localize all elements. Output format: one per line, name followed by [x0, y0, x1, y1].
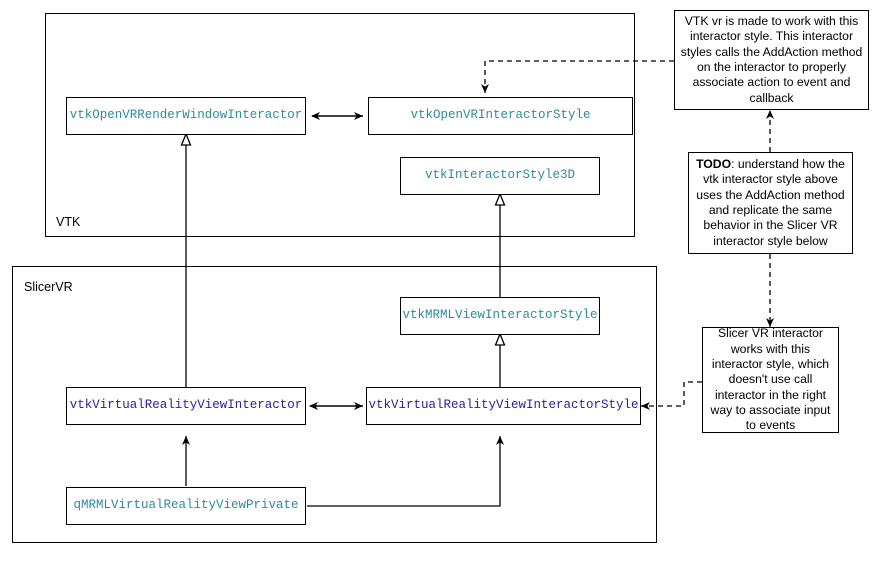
class-label: vtkVirtualRealityViewInteractor [69, 398, 303, 413]
note-text: VTK vr is made to work with this interac… [680, 13, 863, 105]
note-todo-body: understand how the vtk interactor style … [696, 156, 845, 248]
package-vtk-label: VTK [56, 215, 81, 229]
note-vtk-interactor-style: VTK vr is made to work with this interac… [674, 10, 869, 110]
package-vtk [45, 13, 635, 237]
package-slicervr-label: SlicerVR [24, 280, 73, 294]
note-text: TODO: understand how the vtk interactor … [694, 157, 847, 249]
class-label: qMRMLVirtualRealityViewPrivate [73, 498, 299, 513]
class-box-vtkvirtualrealityviewinteractor[interactable]: vtkVirtualRealityViewInteractor [66, 387, 306, 425]
note-todo: TODO: understand how the vtk interactor … [688, 152, 853, 254]
note-slicer-vr-interactor: Slicer VR interactor works with this int… [702, 326, 839, 433]
class-label: vtkInteractorStyle3D [424, 168, 576, 183]
class-label: vtkOpenVRRenderWindowInteractor [69, 108, 303, 123]
class-box-vtkmrmlviewinteractorstyle[interactable]: vtkMRMLViewInteractorStyle [400, 297, 600, 335]
note-todo-separator: : [731, 156, 738, 171]
class-box-vtkinteractorstyle3d[interactable]: vtkInteractorStyle3D [400, 157, 600, 195]
class-box-qmrmlvirtualrealityviewprivate[interactable]: qMRMLVirtualRealityViewPrivate [66, 487, 306, 525]
note-todo-prefix: TODO [696, 156, 732, 171]
class-label: vtkMRMLViewInteractorStyle [402, 308, 598, 323]
class-box-vtkopenvrinteractorstyle[interactable]: vtkOpenVRInteractorStyle [368, 97, 633, 135]
class-label: vtkVirtualRealityViewInteractorStyle [368, 398, 639, 413]
class-label: vtkOpenVRInteractorStyle [410, 108, 591, 123]
note-text: Slicer VR interactor works with this int… [710, 326, 831, 433]
class-box-vtkvirtualrealityviewinteractorstyle[interactable]: vtkVirtualRealityViewInteractorStyle [366, 387, 641, 425]
class-box-vtkopenvrrenderwindowinteractor[interactable]: vtkOpenVRRenderWindowInteractor [66, 97, 306, 135]
